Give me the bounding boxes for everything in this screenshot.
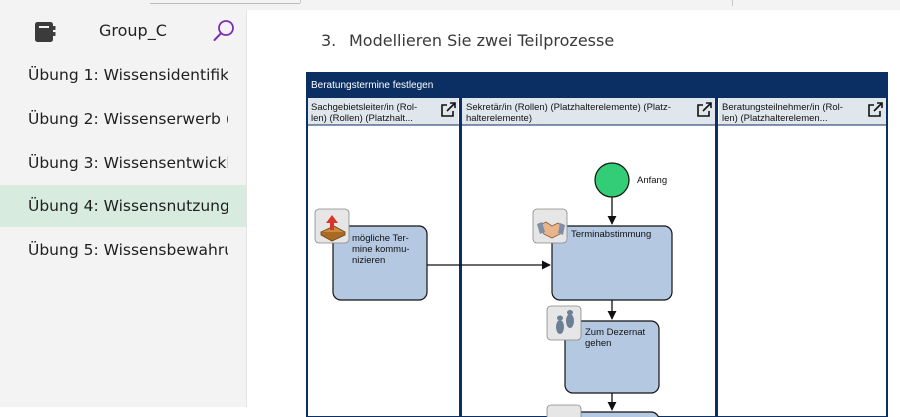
task-heading: 3. Modellieren Sie zwei Teilprozesse [321, 31, 614, 51]
section-item-label: Übung 4: Wissensnutzung ... [28, 197, 228, 215]
section-item-label: Übung 2: Wissenserwerb (... [28, 110, 228, 128]
task3-label-line2: gehen [585, 338, 611, 349]
section-item-label: Übung 1: Wissensidentifik... [28, 66, 228, 84]
pool-divider [306, 96, 888, 98]
start-event[interactable] [594, 162, 630, 198]
lane-label-3-line2: len) (Platzhalterelemen... [722, 113, 828, 124]
task1-label-line1: mögliche Ter- [352, 233, 409, 244]
task-text: Modellieren Sie zwei Teilprozesse [349, 31, 615, 50]
search-icon[interactable] [212, 19, 236, 43]
section-item-uebung-1[interactable]: Übung 1: Wissensidentifik... [0, 54, 246, 96]
sidebar: Group_C Übung 1: Wissensidentifik... Übu… [0, 10, 247, 407]
lane-header-2 [462, 98, 715, 125]
pool-title-bar [306, 72, 888, 96]
lane-header-1 [308, 98, 458, 125]
lane-separator-2 [715, 98, 718, 417]
section-item-label: Übung 5: Wissensbewahru... [28, 241, 228, 259]
outbox-icon [320, 215, 346, 242]
start-event-label: Anfang [637, 175, 667, 186]
tab-underline [150, 0, 300, 4]
sidebar-header: Group_C [0, 10, 246, 52]
handshake-icon [537, 221, 565, 239]
task-possible-dates[interactable] [332, 225, 428, 301]
section-item-uebung-5[interactable]: Übung 5: Wissensbewahru... [0, 229, 246, 271]
top-divider [300, 0, 301, 3]
task2-label: Terminabstimmung [571, 229, 651, 240]
task1-label-line2: mine kommu- [352, 244, 410, 255]
notebook-title[interactable]: Group_C [99, 21, 167, 40]
section-item-uebung-3[interactable]: Übung 3: Wissensentwickl... [0, 142, 246, 184]
section-item-label: Übung 3: Wissensentwickl... [28, 154, 228, 172]
task1-label-line3: nizieren [352, 255, 385, 266]
expand-lane-2-icon[interactable] [697, 102, 712, 117]
task-number: 3. [321, 31, 337, 50]
pool-title: Beratungstermine festlegen [311, 80, 433, 91]
section-item-uebung-4[interactable]: Übung 4: Wissensnutzung ... [0, 185, 246, 227]
task3-icon-box [546, 305, 582, 341]
window-top-strip [0, 0, 900, 10]
lane-label-1-line1: Sachgebietsleiter/in (Rol- [311, 102, 417, 113]
process-diagram[interactable]: Beratungstermine festlegen Sachgebietsle… [306, 72, 888, 417]
task3-label-line1: Zum Dezernat [585, 327, 646, 338]
section-item-uebung-2[interactable]: Übung 2: Wissenserwerb (... [0, 98, 246, 140]
lane-separator-1 [459, 98, 462, 417]
lane-label-2-line2: halterelemente) [466, 113, 532, 124]
lane-header-3 [719, 98, 886, 125]
expand-lane-1-icon[interactable] [441, 102, 456, 117]
footsteps-icon [556, 310, 574, 334]
lane-label-3-line1: Beratungsteilnehmer/in (Rol- [722, 102, 843, 113]
lane-label-2-line1: Sekretär/in (Rollen) (Platzhalterelement… [466, 102, 671, 113]
page-content: 3. Modellieren Sie zwei Teilprozesse Bera… [247, 10, 900, 417]
top-divider [732, 0, 733, 6]
notebook-icon[interactable] [34, 21, 56, 43]
expand-lane-3-icon[interactable] [868, 102, 883, 117]
lane-label-1-line2: len) (Rollen) (Platzhalt... [311, 113, 413, 124]
pool-border [306, 72, 888, 417]
